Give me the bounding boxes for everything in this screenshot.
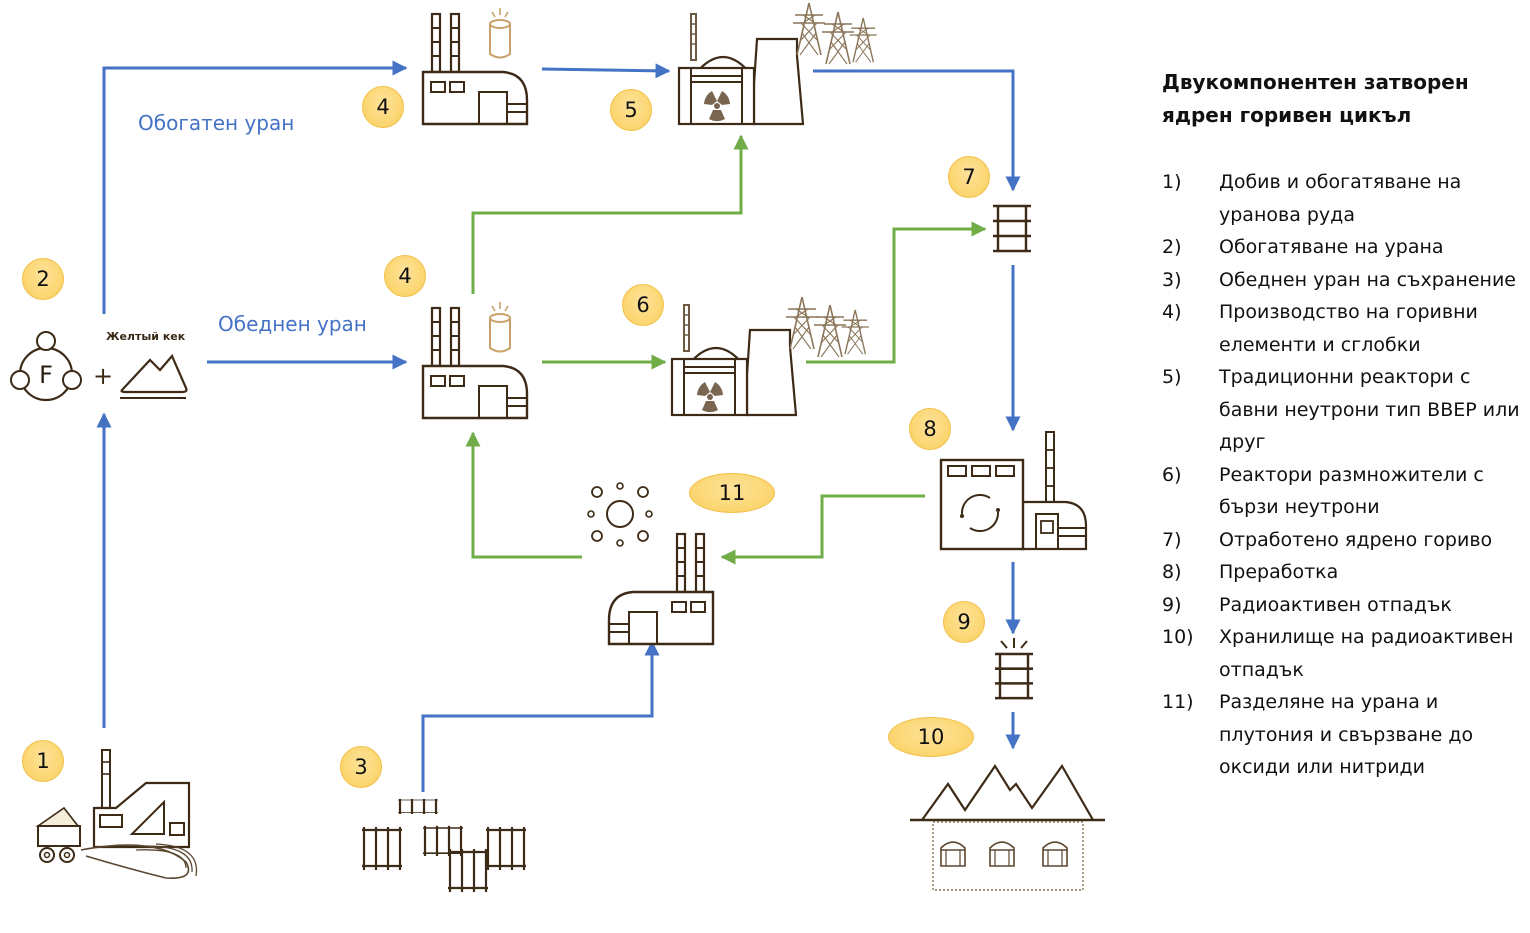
legend-item: 11) Разделяне на урана и плутония и свърз…: [1162, 686, 1522, 784]
flow-reprocessing-to-separation: [720, 494, 925, 565]
legend-item-number: 4): [1162, 301, 1182, 323]
legend-item-number: 8): [1162, 561, 1182, 583]
fuel-pellet-icon: [489, 7, 511, 59]
nuclear-power-plant-icon: [677, 12, 805, 126]
fuel-fabrication-plant-icon: [421, 12, 529, 126]
step-badge-6: 6: [622, 284, 664, 326]
flow-fabrication-to-thermal-reactor: [541, 63, 671, 79]
separation-plant-icon: [607, 532, 715, 646]
step-badge-9: 9: [943, 601, 985, 643]
flow-fast-reactor-to-spent-fuel: [806, 221, 987, 364]
spent-fuel-drum-icon: [991, 204, 1033, 253]
fast-breeder-reactor-icon: [670, 303, 798, 417]
recycle-flow-lines: [465, 134, 987, 565]
legend-item-number: 2): [1162, 236, 1182, 258]
legend-item-text: Хранилище на радиоактивен отпадък: [1219, 626, 1514, 681]
legend-title: Двукомпонентен затворен ядрен горивен ци…: [1162, 70, 1469, 127]
legend-item: 7) Отработено ядрено гориво: [1162, 524, 1522, 557]
step-badge-1: 1: [22, 740, 64, 782]
flow-depleted-storage-to-separation: [421, 640, 660, 792]
legend-item: 2) Обогатяване на урана: [1162, 231, 1522, 264]
legend-item: 4) Производство на горивни елементи и сгл…: [1162, 296, 1522, 361]
legend-list: 1) Добив и обогатяване на уранова руда 2)…: [1162, 166, 1522, 784]
legend-item-number: 7): [1162, 528, 1182, 551]
uranium-flow-lines: [96, 60, 1021, 792]
geological-repository-icon: [910, 763, 1105, 891]
legend-item-text: Разделяне на урана и плутония и свързван…: [1219, 691, 1474, 778]
step-badge-8: 8: [909, 408, 951, 450]
radioactive-waste-drum-icon: [993, 638, 1035, 700]
legend-item-number: 11): [1162, 691, 1194, 713]
mining-excavator-icon: [35, 749, 198, 879]
legend-item-text: Обеднен уран на съхранение: [1219, 268, 1516, 291]
step-badge-3: 3: [340, 746, 382, 788]
legend-item: 6) Реактори размножители с бързи неутрони: [1162, 459, 1522, 524]
flow-thermal-reactor-to-spent-fuel: [813, 69, 1021, 192]
step-badge-10: 10: [888, 717, 974, 757]
legend-item-number: 6): [1162, 463, 1182, 486]
reprocessing-plant-icon: [939, 431, 1088, 551]
legend-item-text: Отработено ядрено гориво: [1219, 528, 1493, 551]
legend-item-number: 9): [1162, 593, 1182, 616]
legend-item-number: 3): [1162, 268, 1182, 291]
legend-item: 5) Традиционни реактори с бавни неутрони …: [1162, 361, 1522, 459]
legend-item-number: 1): [1162, 171, 1182, 193]
legend-item: 8) Преработка: [1162, 556, 1522, 589]
legend-item: 3) Обеднен уран на съхранение: [1162, 264, 1522, 297]
legend-item: 1) Добив и обогатяване на уранова руда: [1162, 166, 1522, 231]
legend-item-text: Реактори размножители с бързи неутрони: [1219, 463, 1484, 519]
fluorine-molecule-icon: F: [10, 331, 82, 402]
step-badge-11: 11: [689, 473, 775, 513]
power-pylons-icon: [785, 296, 870, 358]
fuel-fabrication-plant-icon: [421, 306, 529, 420]
legend-item-text: Добив и обогатяване на уранова руда: [1219, 171, 1462, 226]
flow-enriched-to-fabrication: [102, 60, 408, 314]
legend-item-number: 10): [1162, 626, 1194, 648]
depleted-uranium-label: Обеднен уран: [218, 312, 367, 336]
enriched-uranium-label: Обогатен уран: [138, 111, 295, 135]
step-badge-4-top: 4: [362, 86, 404, 128]
legend-panel: Двукомпонентен затворен ядрен горивен ци…: [1162, 66, 1522, 784]
svg-text:F: F: [39, 361, 53, 389]
flow-separation-to-fabrication: [465, 431, 582, 559]
atom-particles-icon: [587, 482, 653, 547]
step-badge-7: 7: [948, 156, 990, 198]
legend-item-text: Радиоактивен отпадък: [1219, 593, 1452, 616]
power-pylons-icon: [792, 2, 878, 65]
legend-item-text: Производство на горивни елементи и сглоб…: [1219, 301, 1478, 356]
yellowcake-pile-icon: [120, 353, 188, 399]
yellowcake-label: Желтый кек: [106, 330, 186, 343]
plus-sign: +: [93, 362, 113, 390]
flow-fabrication-to-thermal-reactor-recycle: [471, 134, 749, 294]
legend-item-text: Преработка: [1219, 561, 1339, 583]
legend-item: 9) Радиоактивен отпадък: [1162, 589, 1522, 622]
legend-item-number: 5): [1162, 366, 1182, 388]
step-badge-5: 5: [610, 89, 652, 131]
legend-item-text: Традиционни реактори с бавни неутрони ти…: [1219, 366, 1520, 453]
fuel-pellet-icon: [489, 301, 511, 353]
legend-item: 10) Хранилище на радиоактивен отпадък: [1162, 621, 1522, 686]
step-badge-4-middle: 4: [384, 255, 426, 297]
step-badge-2: 2: [22, 258, 64, 300]
depleted-uranium-containers-icon: [360, 797, 528, 894]
legend-item-text: Обогатяване на урана: [1219, 236, 1444, 258]
